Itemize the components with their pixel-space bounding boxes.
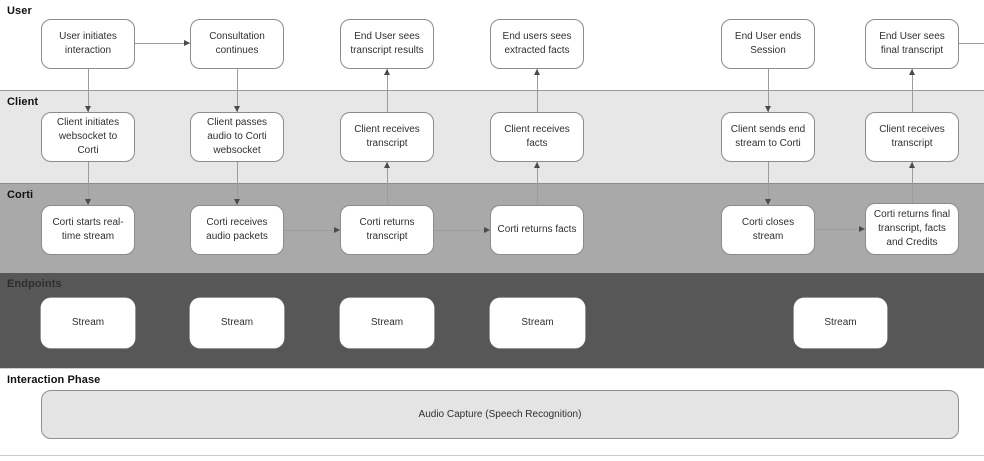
connector-client6-up-arrowhead-icon bbox=[909, 69, 915, 75]
node-corti-returns-facts: Corti returns facts bbox=[490, 205, 584, 255]
connector-corti3-up-arrowhead-icon bbox=[384, 162, 390, 168]
node-end-user-ends-session: End User ends Session bbox=[721, 19, 815, 69]
node-stream-4: Stream bbox=[490, 298, 585, 348]
connector-corti2-to-corti3-arrowhead-icon bbox=[334, 227, 340, 233]
node-client-receives-final-transcript: Client receives transcript bbox=[865, 112, 959, 162]
connector-corti3-up bbox=[387, 162, 388, 205]
connector-corti3-to-corti4 bbox=[434, 230, 490, 231]
connector-client3-up-arrowhead-icon bbox=[384, 69, 390, 75]
connector-corti4-up-arrowhead-icon bbox=[534, 162, 540, 168]
node-corti-starts-stream: Corti starts real-time stream bbox=[41, 205, 135, 255]
connector-client1-down-arrowhead-icon bbox=[85, 199, 91, 205]
node-corti-returns-transcript: Corti returns transcript bbox=[340, 205, 434, 255]
lane-corti-label: Corti bbox=[7, 189, 34, 201]
lane-client-label: Client bbox=[7, 96, 39, 108]
connector-corti5-to-corti6 bbox=[815, 229, 865, 230]
node-audio-capture: Audio Capture (Speech Recognition) bbox=[41, 390, 959, 439]
connector-corti6-up bbox=[912, 162, 913, 203]
node-user-initiates-interaction: User initiates interaction bbox=[41, 19, 135, 69]
lane-user-label: User bbox=[7, 5, 32, 17]
connector-corti5-to-corti6-arrowhead-icon bbox=[859, 226, 865, 232]
node-stream-2: Stream bbox=[190, 298, 284, 348]
node-client-passes-audio: Client passes audio to Corti websocket bbox=[190, 112, 284, 162]
connector-client1-down bbox=[88, 162, 89, 205]
connector-client5-down-arrowhead-icon bbox=[765, 199, 771, 205]
connector-client2-down-arrowhead-icon bbox=[234, 199, 240, 205]
connector-final-transcript-offscreen bbox=[959, 43, 984, 44]
connector-corti3-to-corti4-arrowhead-icon bbox=[484, 227, 490, 233]
node-stream-1: Stream bbox=[41, 298, 135, 348]
connector-client4-up-arrowhead-icon bbox=[534, 69, 540, 75]
connector-corti6-up-arrowhead-icon bbox=[909, 162, 915, 168]
node-stream-3: Stream bbox=[340, 298, 434, 348]
node-corti-closes-stream: Corti closes stream bbox=[721, 205, 815, 255]
node-end-users-sees-extracted-facts: End users sees extracted facts bbox=[490, 19, 584, 69]
node-client-receives-transcript: Client receives transcript bbox=[340, 112, 434, 162]
connector-user1-down-arrowhead-icon bbox=[85, 106, 91, 112]
node-corti-returns-final: Corti returns final transcript, facts an… bbox=[865, 203, 959, 255]
bottom-divider bbox=[0, 455, 984, 456]
connector-user2-down bbox=[237, 69, 238, 112]
node-end-user-sees-final-transcript: End User sees final transcript bbox=[865, 19, 959, 69]
connector-client6-up bbox=[912, 69, 913, 112]
connector-client3-up bbox=[387, 69, 388, 112]
connector-user5-down bbox=[768, 69, 769, 112]
connector-client2-down bbox=[237, 162, 238, 205]
lane-interaction-phase-label: Interaction Phase bbox=[7, 374, 101, 386]
connector-user1-to-user2 bbox=[135, 43, 190, 44]
connector-client4-up bbox=[537, 69, 538, 112]
connector-user1-to-user2-arrowhead-icon bbox=[184, 40, 190, 46]
node-corti-receives-audio-packets: Corti receives audio packets bbox=[190, 205, 284, 255]
node-client-initiates-websocket: Client initiates websocket to Corti bbox=[41, 112, 135, 162]
connector-user1-down bbox=[88, 69, 89, 112]
connector-user2-down-arrowhead-icon bbox=[234, 106, 240, 112]
connector-client5-down bbox=[768, 162, 769, 205]
connector-corti2-to-corti3 bbox=[284, 230, 340, 231]
node-client-sends-end-stream: Client sends end stream to Corti bbox=[721, 112, 815, 162]
connector-corti4-up bbox=[537, 162, 538, 205]
lane-endpoints-label: Endpoints bbox=[7, 278, 62, 290]
connector-user5-down-arrowhead-icon bbox=[765, 106, 771, 112]
node-stream-5: Stream bbox=[794, 298, 887, 348]
node-end-user-sees-transcript-results: End User sees transcript results bbox=[340, 19, 434, 69]
node-client-receives-facts: Client receives facts bbox=[490, 112, 584, 162]
node-consultation-continues: Consultation continues bbox=[190, 19, 284, 69]
